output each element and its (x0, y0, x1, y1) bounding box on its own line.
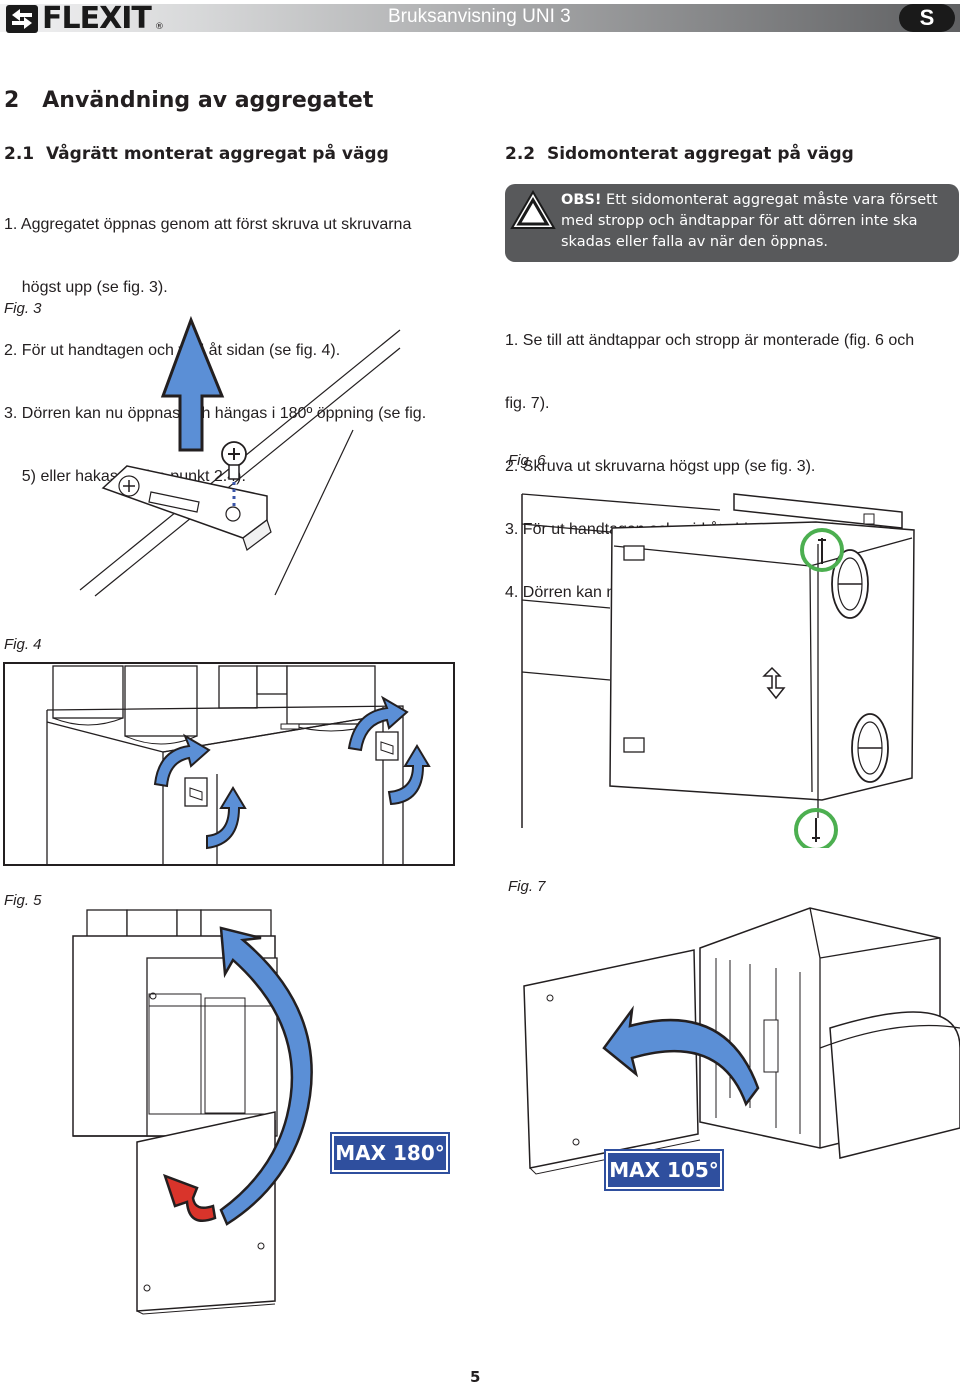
left-steps-list: 1. Aggregatet öppnas genom att först skr… (4, 172, 464, 508)
subsection-heading-2-1: 2.1 Vågrätt monterat aggregat på vägg (4, 144, 389, 164)
list-item: 3. Dörren kan nu öppnas och hängas i 180… (4, 405, 427, 422)
header-bar (0, 4, 960, 32)
list-item: 2. För ut handtagen och vrid åt sidan (s… (4, 342, 341, 359)
max-180-badge: MAX 180° (330, 1132, 450, 1174)
warning-triangle-icon (510, 190, 556, 229)
fig7-illustration (523, 907, 960, 1175)
section-title: 2 Användning av aggregatet (4, 88, 374, 113)
language-badge: S (899, 4, 955, 32)
fig5-caption: Fig. 5 (4, 892, 42, 909)
list-item: 1. Se till att ändtappar och stropp är m… (505, 332, 915, 349)
list-item: 1. Aggregatet öppnas genom att först skr… (4, 216, 412, 233)
fig6-illustration (521, 493, 915, 848)
flexit-arrows-icon (6, 5, 38, 33)
fig5-illustration (72, 909, 313, 1315)
fig3-illustration (79, 315, 401, 597)
list-item: fig. 7). (505, 395, 550, 412)
subsection-heading-2-2: 2.2 Sidomonterat aggregat på vägg (505, 144, 854, 164)
obs-label: OBS! (561, 192, 602, 208)
brand-logo: FLEXIT ® (6, 3, 184, 35)
brand-name: FLEXIT (42, 1, 152, 36)
max-105-badge: MAX 105° (604, 1149, 724, 1191)
fig7-caption: Fig. 7 (508, 878, 546, 895)
registered-mark: ® (154, 22, 164, 32)
fig6-caption: Fig. 6 (508, 452, 546, 469)
list-item: högst upp (se fig. 3). (4, 279, 168, 296)
obs-message: Ett sidomonterat aggregat måste vara för… (561, 192, 938, 250)
page-number: 5 (470, 1368, 481, 1386)
list-item: 2. Skruva ut skruvarna högst upp (se fig… (505, 458, 816, 475)
obs-warning-text: OBS! Ett sidomonterat aggregat måste var… (561, 190, 953, 253)
fig4-illustration (3, 662, 455, 866)
obs-warning-box (505, 184, 959, 262)
document-title: Bruksanvisning UNI 3 (388, 6, 571, 27)
fig4-caption: Fig. 4 (4, 636, 42, 653)
fig3-caption: Fig. 3 (4, 300, 42, 317)
